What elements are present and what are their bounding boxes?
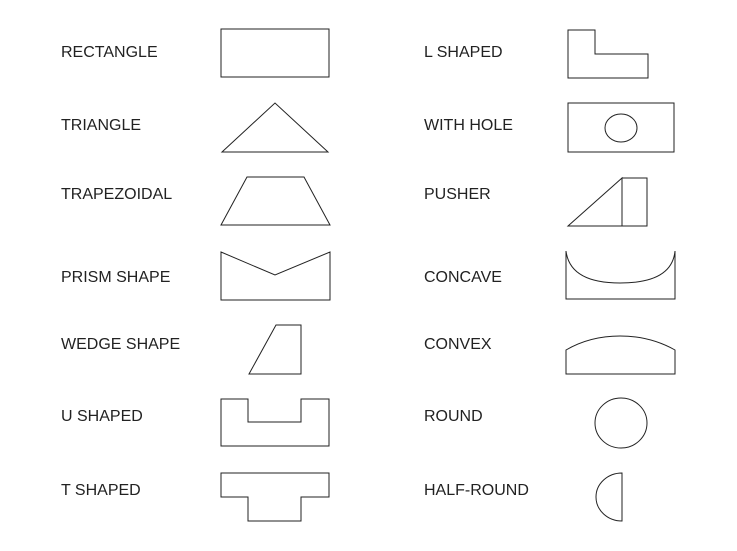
with-hole-outline (567, 102, 675, 153)
label-t-shaped: T SHAPED (61, 482, 141, 499)
round-shape (594, 397, 648, 449)
label-with-hole: WITH HOLE (424, 117, 513, 134)
label-wedge-shape: WEDGE SHAPE (61, 336, 181, 353)
label-triangle: TRIANGLE (61, 117, 142, 134)
label-convex: CONVEX (424, 336, 492, 353)
u-shaped-shape (220, 398, 330, 447)
wedge-shape (248, 324, 302, 375)
label-u-shaped: U SHAPED (61, 408, 143, 425)
half-round-shape (595, 472, 623, 522)
pusher-triangle (566, 176, 623, 227)
convex-shape (565, 335, 676, 375)
t-shaped-shape (220, 472, 330, 522)
label-half-round: HALF-ROUND (424, 482, 529, 499)
label-round: ROUND (424, 408, 483, 425)
label-trapezoidal: TRAPEZOIDAL (61, 186, 173, 203)
rectangle-shape (220, 28, 330, 78)
label-concave: CONCAVE (424, 269, 502, 286)
prism-shape (220, 251, 331, 301)
label-l-shaped: L SHAPED (424, 44, 503, 61)
label-prism-shape: PRISM SHAPE (61, 269, 171, 286)
label-rectangle: RECTANGLE (61, 44, 158, 61)
label-pusher: PUSHER (424, 186, 491, 203)
trapezoid-shape (220, 176, 331, 226)
concave-shape (565, 250, 676, 300)
l-shaped-shape (567, 29, 649, 79)
triangle-shape (220, 102, 330, 153)
pusher-block (621, 177, 648, 227)
hole-circle (604, 113, 638, 143)
